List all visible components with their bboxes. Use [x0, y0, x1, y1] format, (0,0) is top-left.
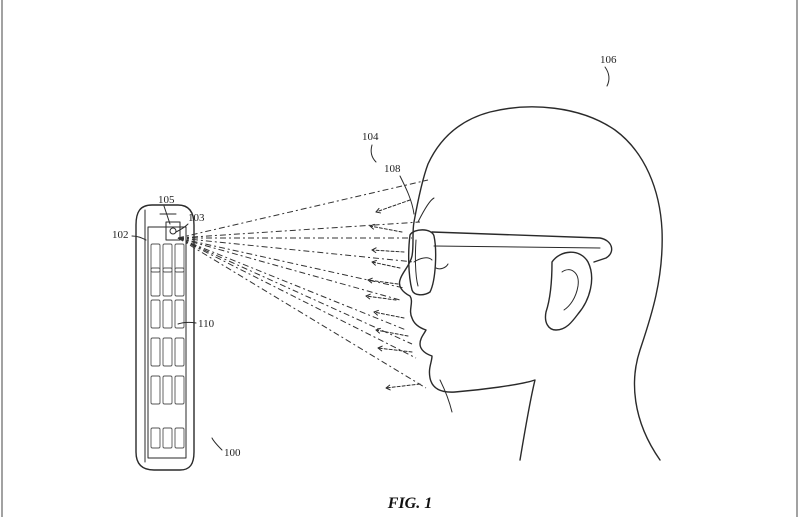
app-icon [162, 375, 173, 405]
reflection-arrow [375, 329, 409, 337]
glasses-temple-arm [431, 231, 613, 263]
reflection-arrow [371, 261, 401, 269]
leader-106 [604, 66, 610, 87]
label-100: 100 [224, 447, 241, 459]
label-102: 102 [112, 229, 129, 241]
reflection-arrow [375, 199, 411, 213]
reflection-arrow [369, 225, 403, 233]
app-icon [174, 243, 185, 273]
projection-ray [177, 237, 415, 263]
eyebrow-line [413, 257, 433, 263]
arrow-head [373, 309, 379, 316]
leader-103 [175, 223, 189, 233]
ear-inner [561, 269, 579, 311]
app-icon [150, 299, 161, 329]
phone-body [135, 204, 195, 471]
projected-light-rays [177, 179, 429, 391]
phone-screen [147, 226, 187, 459]
dock-icon [174, 427, 185, 449]
app-icon [174, 375, 185, 405]
label-108: 108 [384, 163, 401, 175]
app-icon [150, 375, 161, 405]
dock-icon [162, 427, 173, 449]
figure-caption: FIG. 1 [387, 495, 432, 512]
glasses-lens-inner [414, 239, 419, 287]
app-icon [150, 243, 161, 273]
app-icon [162, 243, 173, 273]
sensor-lens [169, 227, 177, 235]
arrow-head [369, 223, 375, 230]
leader-105 [163, 205, 171, 225]
glasses-arm-lower [433, 245, 601, 249]
app-icon [174, 299, 185, 329]
projection-ray [177, 237, 427, 389]
forehead-contour [417, 197, 435, 223]
app-icon [174, 267, 185, 297]
app-icon [162, 299, 173, 329]
label-106: 106 [600, 54, 617, 66]
jaw-line [439, 379, 453, 413]
arrow-head [367, 277, 373, 284]
arrow-head [377, 345, 383, 352]
app-icon [162, 337, 173, 367]
ear-outline [544, 251, 593, 331]
app-icon [174, 337, 185, 367]
app-icon [162, 267, 173, 297]
app-icon [150, 337, 161, 367]
projection-ray [177, 237, 405, 289]
arrow-head [385, 384, 391, 391]
leader-104 [370, 144, 377, 163]
app-icon [150, 267, 161, 297]
leader-110 [177, 321, 197, 325]
label-110: 110 [198, 318, 215, 330]
reflection-arrow [385, 383, 421, 389]
phone-device [135, 204, 195, 471]
dock-icon [150, 427, 161, 449]
reflection-arrow [373, 311, 405, 319]
eye-lash [435, 263, 449, 270]
label-105: 105 [158, 194, 175, 206]
label-104: 104 [362, 131, 379, 143]
arrow-head [365, 293, 371, 300]
leader-102 [131, 235, 147, 241]
arrow-head [375, 327, 381, 334]
reference-numerals: 106 104 108 105 103 102 110 100 [112, 54, 617, 459]
app-icon-grid [150, 243, 185, 449]
leader-108 [399, 175, 415, 215]
reflection-arrow [371, 249, 405, 253]
projection-ray [177, 237, 413, 345]
projection-ray [177, 221, 421, 239]
projection-ray [177, 237, 401, 301]
leader-100 [211, 437, 223, 451]
reflection-arrow [365, 295, 397, 301]
sensor-module [165, 221, 181, 241]
user-head [398, 106, 663, 461]
eyeglasses [407, 229, 613, 296]
arrow-head [375, 207, 382, 214]
arrow-head [371, 247, 377, 254]
glasses-lens-front [407, 229, 437, 296]
projection-ray [177, 237, 417, 359]
arrow-head [371, 259, 377, 266]
projection-ray [177, 237, 407, 331]
projection-ray [177, 179, 429, 239]
reflection-arrow [367, 279, 399, 285]
head-outline [398, 106, 663, 461]
label-103: 103 [188, 212, 205, 224]
reflection-arrow [377, 347, 413, 353]
